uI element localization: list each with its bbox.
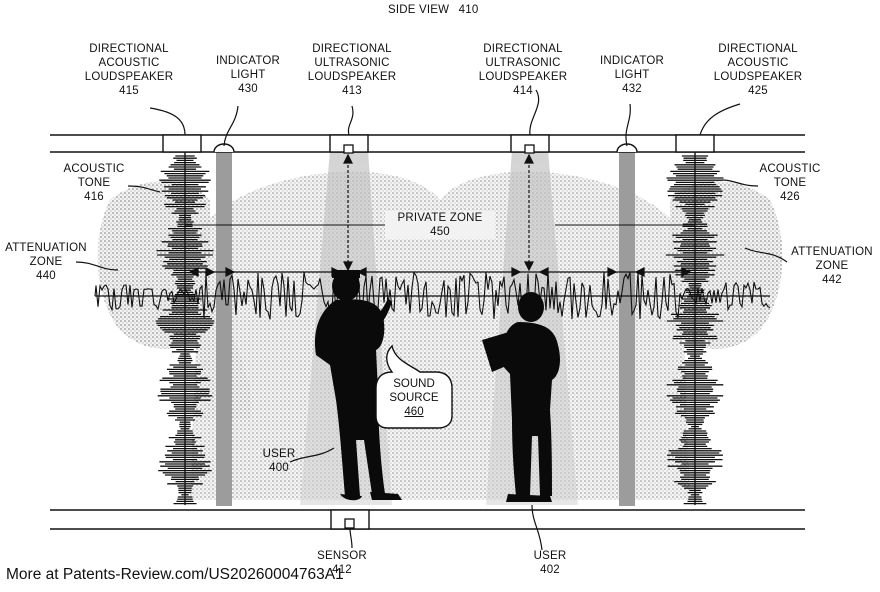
label-line: PRIVATE ZONE (385, 211, 495, 225)
label-line: LIGHT (592, 68, 672, 82)
label-acoustic-tone-right: ACOUSTIC TONE 426 (754, 162, 826, 204)
label-line: ZONE (784, 259, 880, 273)
label-line: TONE (754, 176, 826, 190)
title-ref: 410 (459, 4, 479, 16)
label-acoustic-tone-left: ACOUSTIC TONE 416 (58, 162, 130, 204)
label-ref: 425 (711, 84, 805, 98)
label-line: ZONE (0, 255, 92, 269)
label-user-right: USER 402 (525, 549, 575, 577)
dir-acoustic-box-right (676, 135, 714, 152)
label-line: DIRECTIONAL (303, 42, 401, 56)
indicator-column-left (216, 152, 232, 506)
label-line: ACOUSTIC (83, 56, 175, 70)
label-line: LIGHT (208, 68, 288, 82)
label-ref: 430 (208, 82, 288, 96)
label-ref: 414 (474, 84, 572, 98)
label-line: LOUDSPEAKER (711, 70, 805, 84)
label-user-left: USER 400 (254, 447, 304, 475)
label-dir-ultra-right: DIRECTIONAL ULTRASONIC LOUDSPEAKER 414 (474, 42, 572, 98)
label-line: ACOUSTIC (711, 56, 805, 70)
label-attenuation-left: ATTENUATION ZONE 440 (0, 241, 92, 283)
label-line: SOUND (380, 377, 448, 391)
label-ref: 450 (385, 225, 495, 239)
label-indicator-right: INDICATOR LIGHT 432 (592, 54, 672, 96)
label-ref: 400 (254, 461, 304, 475)
label-line: USER (254, 447, 304, 461)
footer-source: More at Patents-Review.com/US20260004763… (6, 566, 344, 584)
label-line: DIRECTIONAL (474, 42, 572, 56)
label-line: DIRECTIONAL (83, 42, 175, 56)
label-line: ULTRASONIC (303, 56, 401, 70)
label-ref: 442 (784, 273, 880, 287)
title-text: SIDE VIEW (388, 4, 449, 16)
label-attenuation-right: ATTENUATION ZONE 442 (784, 245, 880, 287)
dir-acoustic-box-left (163, 135, 201, 152)
label-line: ACOUSTIC (754, 162, 826, 176)
label-dir-acoustic-right: DIRECTIONAL ACOUSTIC LOUDSPEAKER 425 (711, 42, 805, 98)
label-ref: 440 (0, 269, 92, 283)
label-line: INDICATOR (592, 54, 672, 68)
label-line: SOURCE (380, 391, 448, 405)
label-ref: 432 (592, 82, 672, 96)
indicator-column-right (619, 152, 635, 506)
label-ref: 413 (303, 84, 401, 98)
label-line: ULTRASONIC (474, 56, 572, 70)
label-private-zone: PRIVATE ZONE 450 (385, 211, 495, 239)
label-line: ACOUSTIC (58, 162, 130, 176)
diagram-title: SIDE VIEW 410 (388, 3, 478, 17)
label-ref: 416 (58, 190, 130, 204)
label-ref: 460 (380, 405, 448, 419)
label-ref: 402 (525, 563, 575, 577)
label-line: SENSOR (310, 549, 374, 563)
label-line: LOUDSPEAKER (474, 70, 572, 84)
label-line: ATTENUATION (784, 245, 880, 259)
label-line: TONE (58, 176, 130, 190)
label-line: LOUDSPEAKER (303, 70, 401, 84)
label-line: LOUDSPEAKER (83, 70, 175, 84)
label-indicator-left: INDICATOR LIGHT 430 (208, 54, 288, 96)
label-ref: 426 (754, 190, 826, 204)
label-sound-source: SOUND SOURCE 460 (380, 377, 448, 419)
label-line: INDICATOR (208, 54, 288, 68)
label-ref: 415 (83, 84, 175, 98)
label-line: ATTENUATION (0, 241, 92, 255)
label-line: USER (525, 549, 575, 563)
label-line: DIRECTIONAL (711, 42, 805, 56)
label-dir-ultra-left: DIRECTIONAL ULTRASONIC LOUDSPEAKER 413 (303, 42, 401, 98)
label-dir-acoustic-left: DIRECTIONAL ACOUSTIC LOUDSPEAKER 415 (83, 42, 175, 98)
